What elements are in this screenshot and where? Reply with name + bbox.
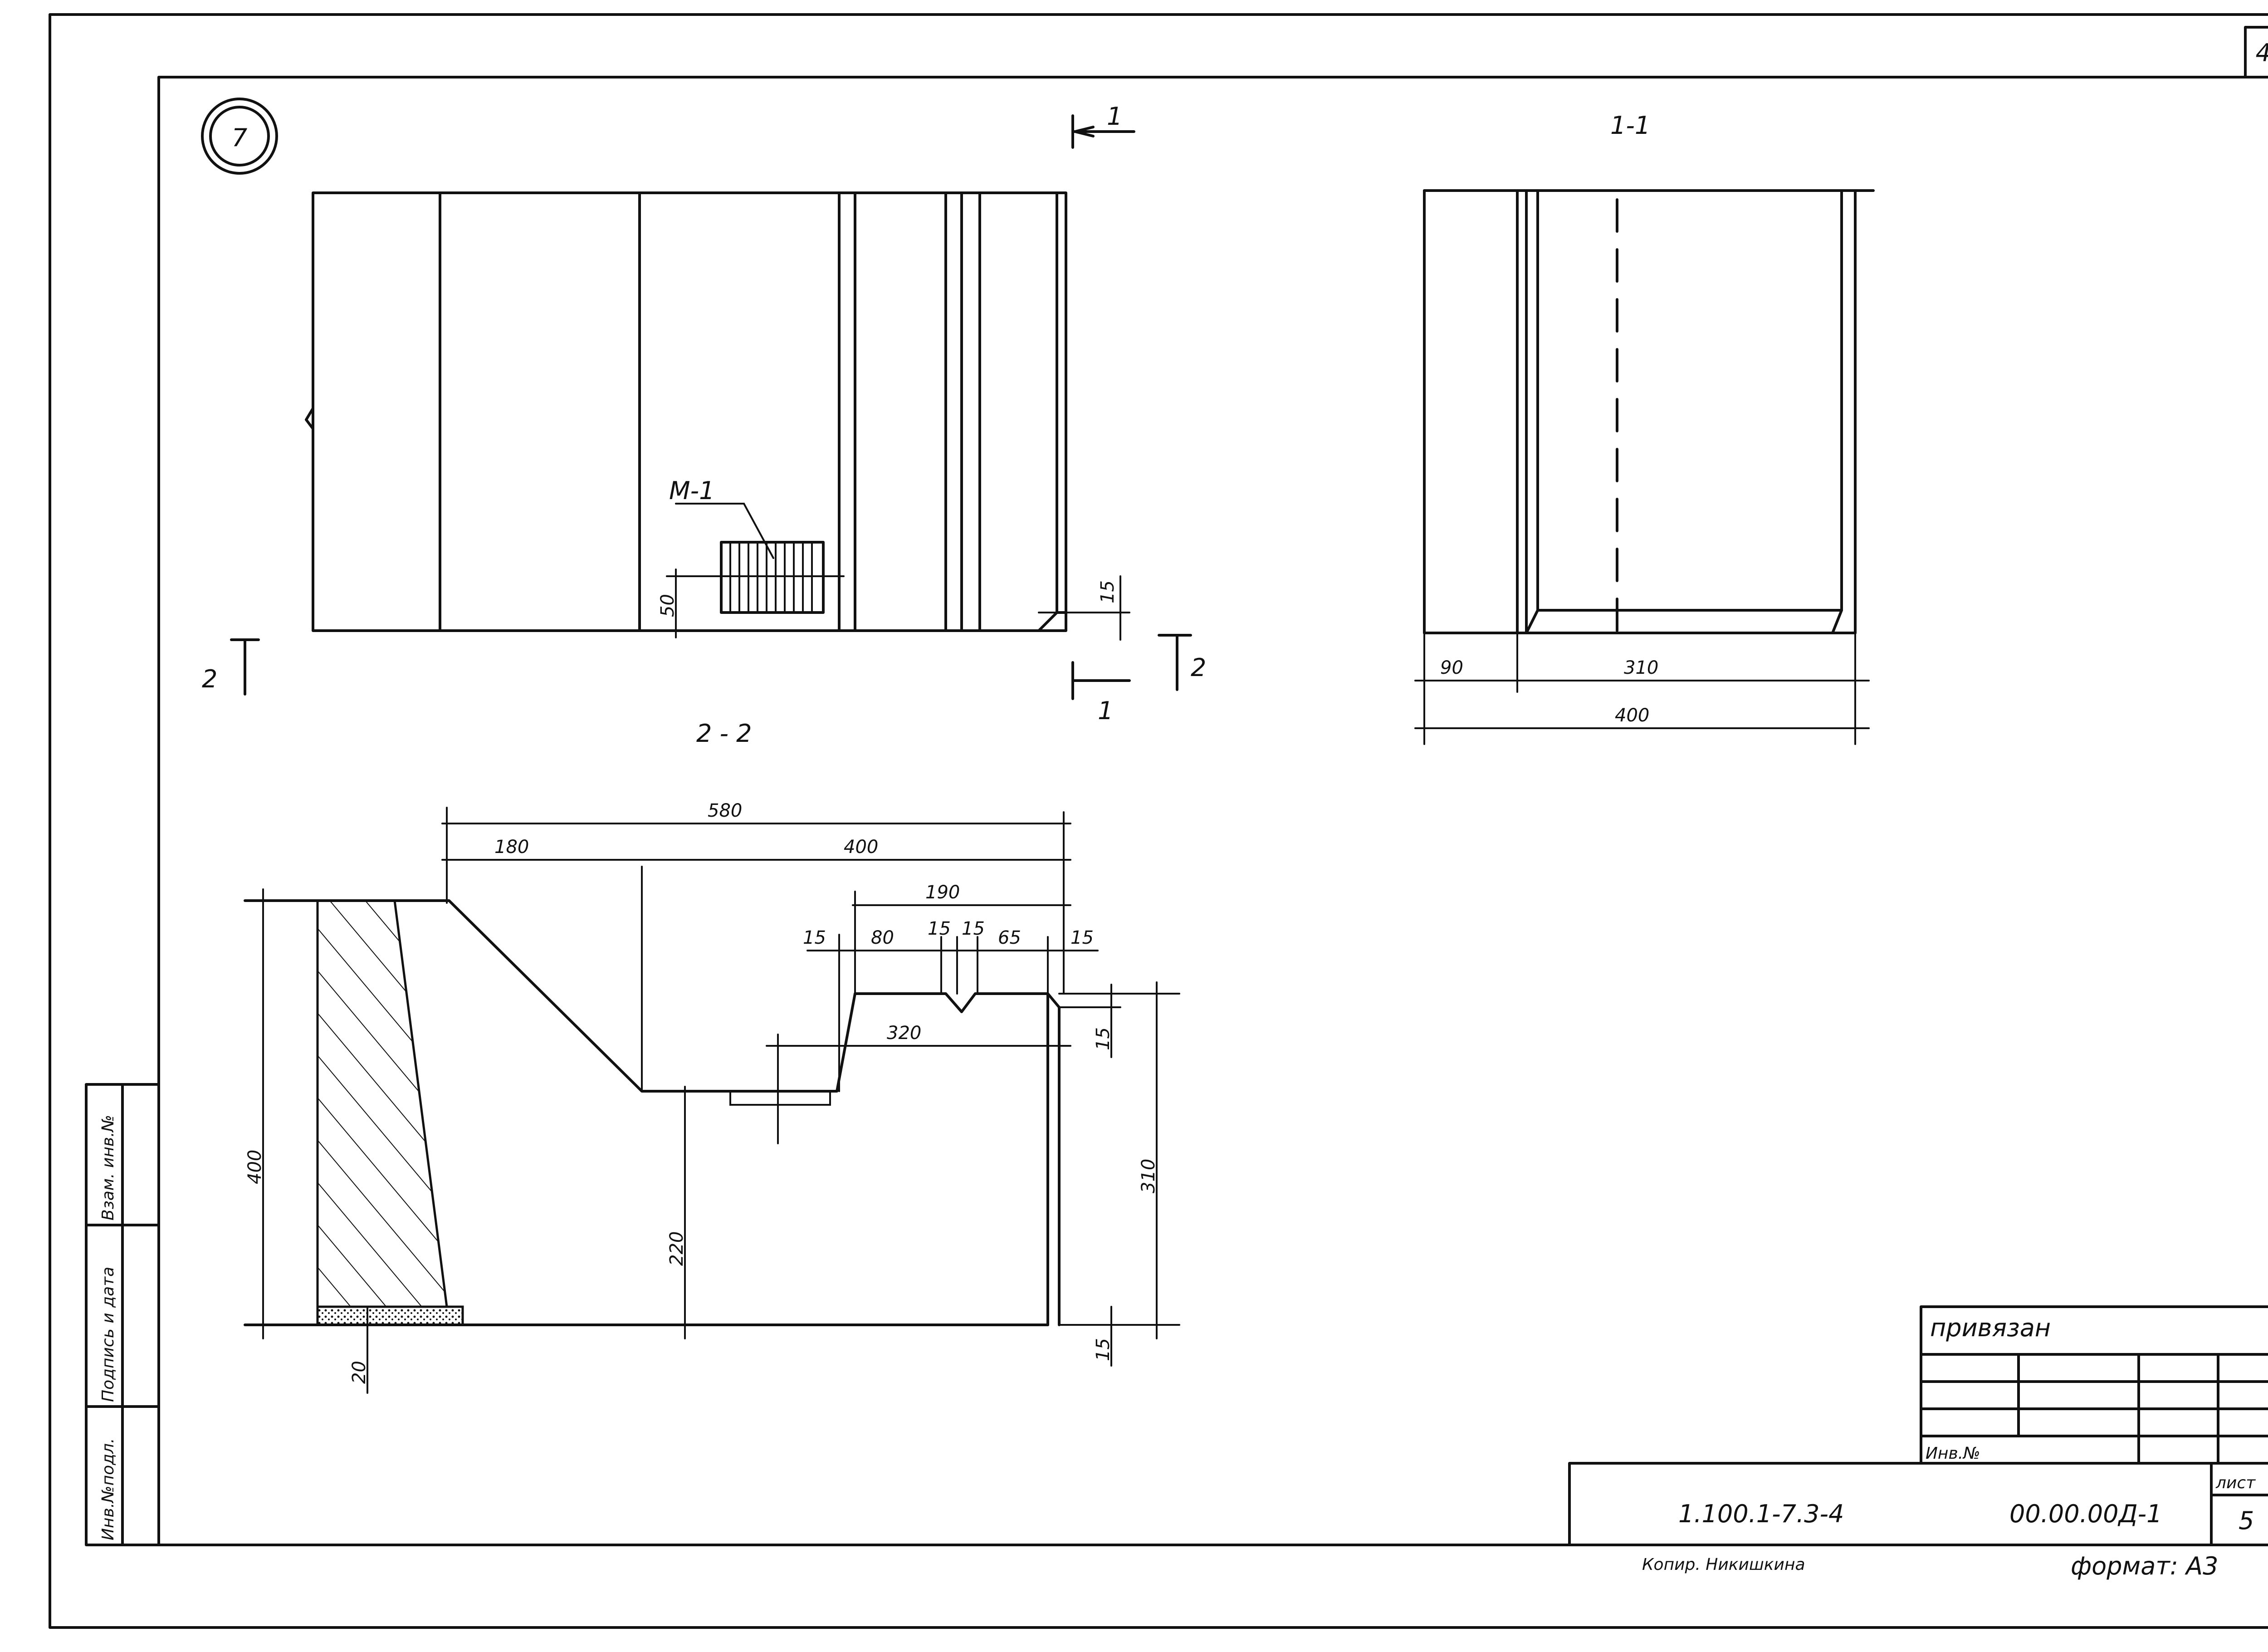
stamp-format: формат: А3 bbox=[2071, 1552, 2218, 1580]
dim-80: 80 bbox=[871, 927, 894, 948]
stamp-doc-number: 00.00.00Д-1 bbox=[2009, 1500, 2162, 1528]
cut-2-left: 2 bbox=[202, 665, 217, 693]
wall-hatch bbox=[316, 899, 448, 1308]
dim-90: 90 bbox=[1440, 657, 1463, 678]
inner-frame bbox=[157, 76, 2268, 1546]
section-2-2: 2 - 2 580 180 400 190 15 80 15 15 65 15 bbox=[244, 719, 1180, 1394]
section-2-2-title: 2 - 2 bbox=[696, 719, 752, 748]
dim-15-d: 15 bbox=[1070, 927, 1094, 948]
page-number-box: 47 bbox=[2244, 26, 2268, 78]
stamp-copied-by: Копир. Никишкина bbox=[1642, 1555, 1805, 1574]
dim-65: 65 bbox=[998, 927, 1021, 948]
title-block: привязан Инв.№ 1.100.1-7.3-4 00.00.00Д-1… bbox=[1568, 1305, 2268, 1580]
dim-310-v: 310 bbox=[1138, 1159, 1159, 1193]
outer-frame bbox=[49, 13, 2268, 1629]
stamp-vzam-inv: Взам. инв.№ bbox=[99, 1115, 117, 1221]
stamp-attached: привязан bbox=[1930, 1314, 2051, 1342]
stamp-doc-code: 1.100.1-7.3-4 bbox=[1678, 1500, 1844, 1528]
dim-20: 20 bbox=[349, 1361, 370, 1384]
dim-180: 180 bbox=[494, 837, 529, 858]
stamp-inv-podl: Инв.№подл. bbox=[99, 1438, 117, 1540]
dim-15-e: 15 bbox=[1093, 1027, 1114, 1050]
stamp-sheet-label: лист bbox=[2215, 1474, 2256, 1492]
dim-15-a: 15 bbox=[803, 927, 826, 948]
dim-400-s11: 400 bbox=[1615, 705, 1649, 726]
node-number: 7 bbox=[232, 123, 247, 152]
page-number: 47 bbox=[2256, 39, 2268, 67]
dim-400-v: 400 bbox=[244, 1150, 265, 1184]
elevation-view: M-1 50 15 1 1 2 2 bbox=[202, 102, 1206, 725]
stamp-sheet-value: 5 bbox=[2239, 1506, 2254, 1535]
cut-1-bottom: 1 bbox=[1098, 696, 1113, 725]
dim-15-f: 15 bbox=[1093, 1338, 1114, 1361]
cut-1-top: 1 bbox=[1107, 102, 1122, 131]
stamp-inv-no: Инв.№ bbox=[1926, 1444, 1980, 1463]
mortar-layer bbox=[316, 1305, 464, 1326]
dim-190: 190 bbox=[925, 882, 960, 903]
node-marker: 7 bbox=[201, 98, 278, 175]
insert-label: M-1 bbox=[669, 476, 714, 505]
side-stamp: Взам. инв.№ Подпись и дата Инв.№подл. bbox=[85, 1083, 160, 1546]
section-1-1-title: 1-1 bbox=[1610, 111, 1650, 140]
section-1-1: 1-1 90 310 400 bbox=[1414, 111, 1875, 745]
dim-15-b: 15 bbox=[928, 918, 951, 939]
dim-220: 220 bbox=[666, 1231, 687, 1266]
dim-50: 50 bbox=[657, 594, 678, 617]
insert-m1 bbox=[720, 541, 825, 614]
cut-2-right: 2 bbox=[1191, 653, 1206, 682]
dim-400-s22: 400 bbox=[844, 837, 878, 858]
stamp-sign-date: Подпись и дата bbox=[99, 1267, 117, 1402]
dim-580: 580 bbox=[708, 800, 742, 821]
dim-15-elev: 15 bbox=[1097, 580, 1118, 603]
dim-15-c: 15 bbox=[962, 918, 985, 939]
dim-320: 320 bbox=[887, 1023, 921, 1044]
dim-310-s11: 310 bbox=[1624, 657, 1658, 678]
